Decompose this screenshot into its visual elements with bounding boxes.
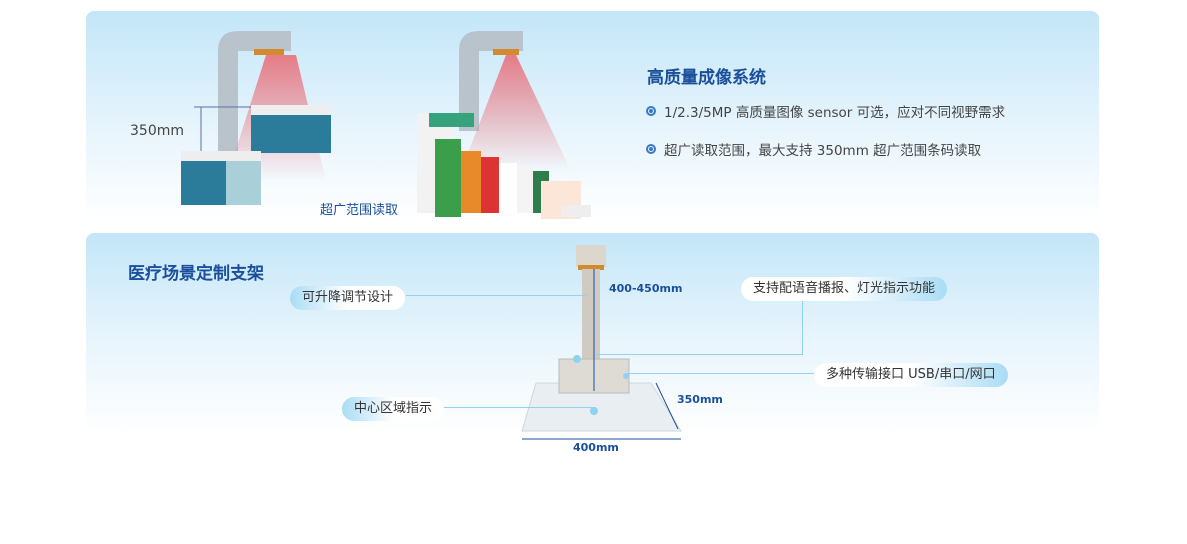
wide-range-caption: 超广范围读取 [320, 203, 399, 218]
depth-dimension: 350mm [677, 393, 723, 406]
scanner-illustration-multi [417, 31, 591, 219]
callout-line [802, 301, 803, 355]
stand-panel: 医疗场景定制支架 可升降调节设计 支持配语音播报、灯光指示功能 多种传输接口 U… [86, 233, 1099, 454]
callout-line [596, 354, 802, 355]
bullet-icon [646, 144, 656, 154]
bullet-icon [646, 106, 656, 116]
callout-line [406, 295, 586, 296]
callout-line [626, 373, 821, 374]
stand-illustration [521, 245, 682, 440]
imaging-bullet: 超广读取范围，最大支持 350mm 超广范围条码读取 [646, 139, 981, 159]
imaging-panel: 350mm 超广范围读取 高质量成像系统 1/2.3/5MP 高质量图像 sen… [86, 11, 1099, 221]
scanner-illustration-single [181, 31, 331, 205]
height-dimension: 400-450mm [609, 282, 683, 295]
imaging-title: 高质量成像系统 [647, 68, 766, 88]
feature-voice-light: 支持配语音播报、灯光指示功能 [741, 277, 948, 301]
distance-label: 350mm [130, 123, 184, 139]
feature-interfaces: 多种传输接口 USB/串口/网口 [814, 363, 1008, 387]
callout-line [441, 407, 596, 408]
width-dimension: 400mm [573, 441, 619, 454]
feature-center-indicator: 中心区域指示 [342, 397, 445, 421]
imaging-bullet: 1/2.3/5MP 高质量图像 sensor 可选，应对不同视野需求 [646, 101, 1005, 121]
stand-title: 医疗场景定制支架 [128, 264, 264, 284]
feature-adjustable: 可升降调节设计 [290, 286, 406, 310]
